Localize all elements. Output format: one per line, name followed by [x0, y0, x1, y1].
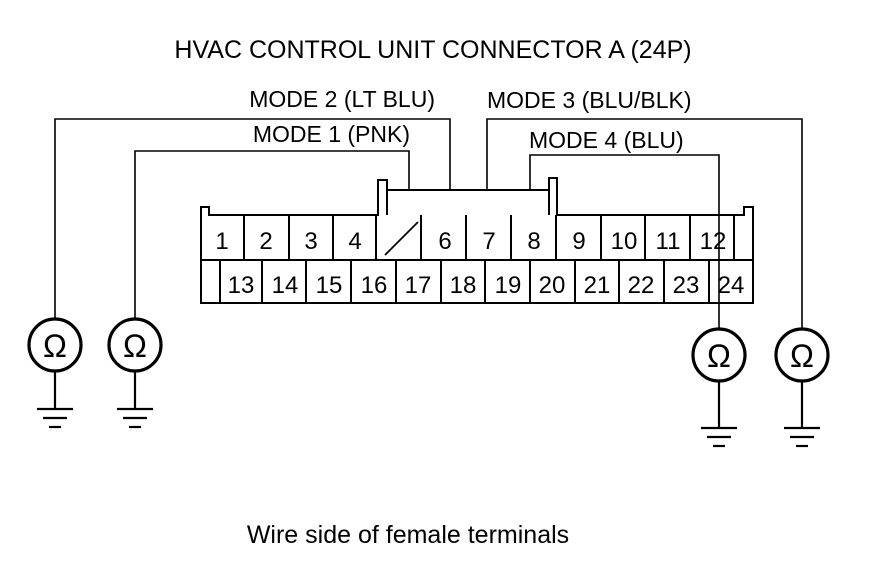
ohm-symbol: Ω [123, 328, 147, 364]
terminal-2: 2 [259, 228, 272, 255]
ohm-symbol: Ω [707, 338, 731, 374]
wire-label-mode4: MODE 4 (BLU) [529, 127, 684, 153]
terminal-15: 15 [316, 272, 343, 299]
terminal-row-bottom: 13 14 15 16 17 18 19 20 21 22 23 24 [228, 272, 745, 299]
wire-mode4 [529, 154, 720, 328]
empty-terminal-slash-icon [384, 221, 419, 256]
ground-icon [784, 381, 820, 448]
wire-mode2 [54, 118, 451, 318]
terminal-1: 1 [215, 228, 228, 255]
terminal-20: 20 [539, 272, 566, 299]
terminal-19: 19 [495, 272, 522, 299]
ohm-symbol: Ω [43, 328, 67, 364]
terminal-23: 23 [673, 272, 700, 299]
diagram-caption: Wire side of female terminals [247, 521, 569, 549]
ohmmeter-icon: Ω [774, 327, 830, 383]
wire-label-mode3: MODE 3 (BLU/BLK) [487, 87, 692, 113]
ohmmeter-icon: Ω [691, 327, 747, 383]
ohmmeter-icon: Ω [27, 317, 83, 373]
terminal-13: 13 [228, 272, 255, 299]
ohmmeter-icon: Ω [107, 317, 163, 373]
terminal-22: 22 [628, 272, 655, 299]
ground-icon [117, 371, 153, 429]
terminal-11: 11 [656, 228, 681, 255]
terminal-17: 17 [405, 272, 432, 299]
ground-icon [701, 381, 737, 448]
terminal-21: 21 [584, 272, 611, 299]
terminal-8: 8 [527, 228, 540, 255]
terminal-3: 3 [304, 228, 317, 255]
terminal-10: 10 [611, 228, 638, 255]
terminal-4: 4 [348, 228, 361, 255]
diagram-title: HVAC CONTROL UNIT CONNECTOR A (24P) [174, 36, 691, 64]
terminal-row-top: 1 2 3 4 6 7 8 9 10 11 12 [215, 228, 726, 255]
ohm-symbol: Ω [790, 338, 814, 374]
terminal-24: 24 [718, 272, 745, 299]
terminal-12: 12 [700, 228, 727, 255]
wire-mode3 [486, 118, 803, 328]
terminal-7: 7 [482, 228, 495, 255]
wire-mode1 [134, 150, 410, 318]
connector-body [200, 177, 754, 304]
terminal-14: 14 [272, 272, 299, 299]
terminal-9: 9 [572, 228, 585, 255]
terminal-18: 18 [450, 272, 477, 299]
wire-label-mode1: MODE 1 (PNK) [253, 121, 410, 147]
wire-label-mode2: MODE 2 (LT BLU) [249, 86, 435, 112]
terminal-6: 6 [438, 228, 451, 255]
ground-icon [37, 371, 73, 429]
terminal-16: 16 [361, 272, 388, 299]
